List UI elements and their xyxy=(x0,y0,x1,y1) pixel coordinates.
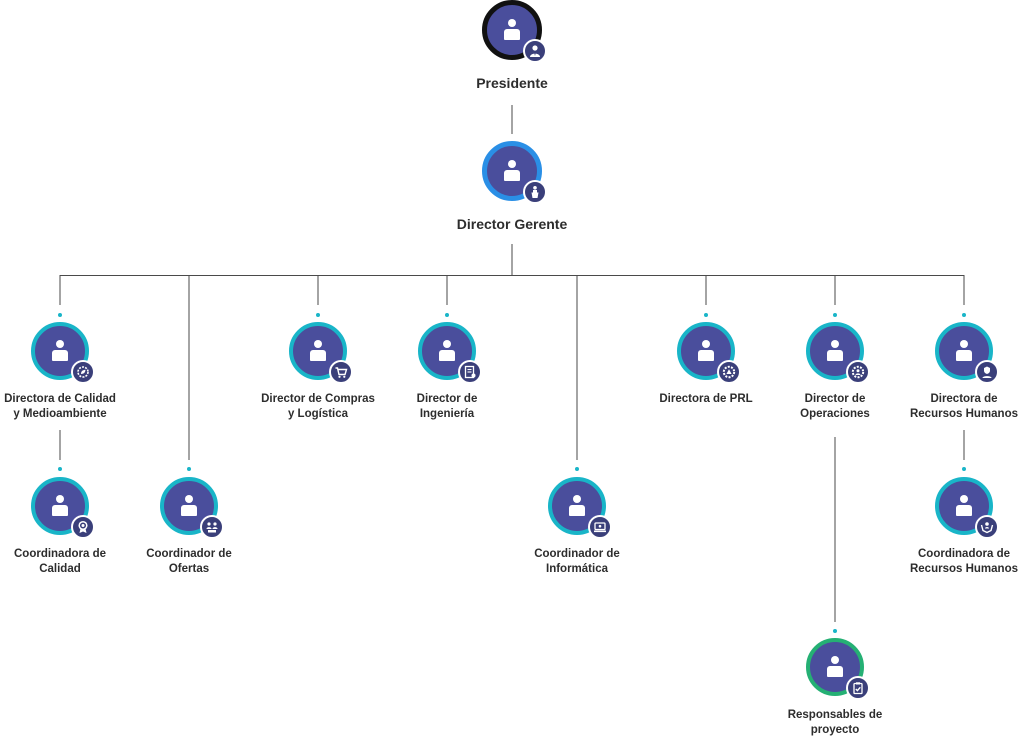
person-icon xyxy=(504,160,520,182)
node-label: Coordinadora de Calidad xyxy=(13,548,106,575)
connector-dot xyxy=(58,313,62,317)
node-director-operaciones[interactable]: Director de Operaciones xyxy=(755,322,915,422)
node-coordinadora-calidad[interactable]: Coordinadora de Calidad xyxy=(0,477,140,577)
node-label: Coordinadora de Recursos Humanos xyxy=(909,548,1018,575)
connector-dot xyxy=(316,313,320,317)
avatar xyxy=(806,322,870,384)
node-director-compras[interactable]: Director de Compras y Logística xyxy=(238,322,398,422)
node-label: Presidente xyxy=(476,75,548,91)
person-icon xyxy=(698,340,714,362)
node-directora-calidad[interactable]: Directora de Calidad y Medioambiente xyxy=(0,322,140,422)
businessman-icon xyxy=(523,39,547,63)
quality-award-icon xyxy=(71,515,95,539)
person-icon xyxy=(181,495,197,517)
node-label: Director de Compras y Logística xyxy=(261,393,375,420)
node-director-ingenieria[interactable]: Director de Ingeniería xyxy=(367,322,527,422)
node-responsables-proyecto[interactable]: Responsables de proyecto xyxy=(755,638,915,738)
avatar xyxy=(418,322,482,384)
node-label: Director de Operaciones xyxy=(800,393,870,420)
person-icon xyxy=(504,19,520,41)
person-icon xyxy=(439,340,455,362)
shopping-cart-icon xyxy=(329,360,353,384)
hr-person-icon xyxy=(975,360,999,384)
connector-dot xyxy=(704,313,708,317)
person-icon xyxy=(569,495,585,517)
node-label: Coordinador de Informática xyxy=(534,548,620,575)
connector-dot xyxy=(58,467,62,471)
node-director-gerente[interactable]: Director Gerente xyxy=(432,141,592,233)
avatar xyxy=(160,477,224,539)
avatar xyxy=(935,322,999,384)
person-icon xyxy=(310,340,326,362)
connector-dot xyxy=(833,313,837,317)
node-label: Directora de PRL xyxy=(659,393,753,405)
avatar xyxy=(289,322,353,384)
avatar xyxy=(677,322,741,384)
connector-dot xyxy=(833,629,837,633)
avatar xyxy=(482,141,547,204)
person-icon xyxy=(52,495,68,517)
safety-gear-icon xyxy=(717,360,741,384)
connector-dot xyxy=(962,313,966,317)
avatar xyxy=(31,322,95,384)
node-directora-rrhh[interactable]: Directora de Recursos Humanos xyxy=(884,322,1024,422)
offers-team-icon xyxy=(200,515,224,539)
engineering-document-icon xyxy=(458,360,482,384)
eco-gear-icon xyxy=(71,360,95,384)
person-icon xyxy=(52,340,68,362)
person-icon xyxy=(956,495,972,517)
person-icon xyxy=(956,340,972,362)
connector-dot xyxy=(575,467,579,471)
connector-dot xyxy=(187,467,191,471)
avatar xyxy=(935,477,999,539)
avatar xyxy=(806,638,870,700)
connector-dot xyxy=(445,313,449,317)
avatar xyxy=(31,477,95,539)
hands-person-icon xyxy=(975,515,999,539)
computer-icon xyxy=(588,515,612,539)
node-label: Responsables de proyecto xyxy=(787,709,883,736)
node-coordinadora-rrhh[interactable]: Coordinadora de Recursos Humanos xyxy=(884,477,1024,577)
node-presidente[interactable]: Presidente xyxy=(432,0,592,92)
avatar xyxy=(548,477,612,539)
person-icon xyxy=(827,340,843,362)
node-coordinador-informatica[interactable]: Coordinador de Informática xyxy=(497,477,657,577)
node-label: Director de Ingeniería xyxy=(416,393,478,420)
avatar xyxy=(482,0,547,63)
node-label: Coordinador de Ofertas xyxy=(146,548,232,575)
connector-dot xyxy=(962,467,966,471)
person-icon xyxy=(827,656,843,678)
operations-gear-icon xyxy=(846,360,870,384)
node-directora-prl[interactable]: Directora de PRL xyxy=(626,322,786,407)
node-label: Directora de Recursos Humanos xyxy=(909,393,1018,420)
node-coordinador-ofertas[interactable]: Coordinador de Ofertas xyxy=(109,477,269,577)
node-label: Directora de Calidad y Medioambiente xyxy=(4,393,116,420)
speaker-podium-icon xyxy=(523,180,547,204)
clipboard-check-icon xyxy=(846,676,870,700)
node-label: Director Gerente xyxy=(456,216,568,232)
